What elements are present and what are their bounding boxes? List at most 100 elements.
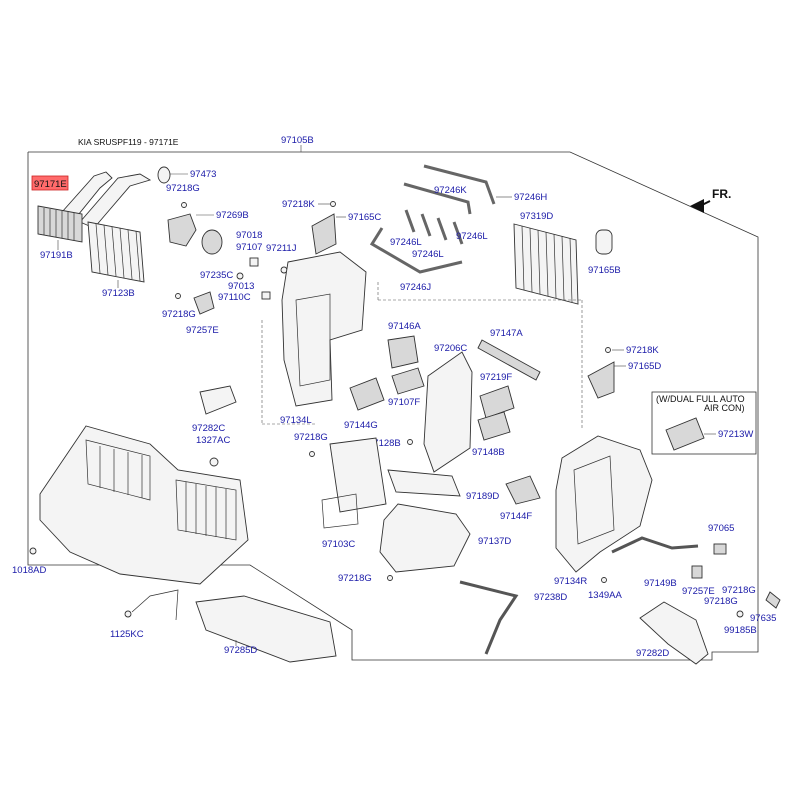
label-97206C[interactable]: 97206C — [434, 343, 467, 354]
label-97149B[interactable]: 97149B — [644, 578, 677, 589]
label-97238D[interactable]: 97238D — [534, 592, 567, 603]
option-box — [651, 391, 757, 455]
label-97246L-b[interactable]: 97246L — [456, 231, 488, 242]
label-97213W[interactable]: 97213W — [718, 429, 753, 440]
label-97107[interactable]: 97107 — [236, 242, 262, 253]
door-97144F — [505, 475, 541, 505]
label-97246L-c[interactable]: 97246L — [412, 249, 444, 260]
label-97165C[interactable]: 97165C — [348, 212, 381, 223]
seal-97147A — [477, 339, 541, 381]
label-97165B[interactable]: 97165B — [588, 265, 621, 276]
case-left-detail — [295, 293, 331, 387]
screw-97218G-d — [387, 575, 393, 581]
sensor-97635 — [765, 591, 781, 609]
actuator-97257E-b — [691, 565, 703, 579]
door-97148B — [477, 411, 511, 441]
label-1349AA[interactable]: 1349AA — [588, 590, 622, 601]
label-97285D[interactable]: 97285D — [224, 645, 257, 656]
bracket-97165D — [587, 361, 615, 399]
heater-core-cover-fins — [43, 208, 75, 240]
screw-97218K-b — [605, 347, 611, 353]
label-97635[interactable]: 97635 — [750, 613, 776, 624]
label-97148B[interactable]: 97148B — [472, 447, 505, 458]
label-97134L[interactable]: 97134L — [280, 415, 312, 426]
partition-97206C — [423, 351, 473, 473]
screw-1349AA — [601, 577, 607, 583]
motor-97018 — [201, 229, 223, 255]
label-97147A[interactable]: 97147A — [490, 328, 523, 339]
label-97218K-b[interactable]: 97218K — [626, 345, 659, 356]
label-1327AC[interactable]: 1327AC — [196, 435, 230, 446]
case-right-97134R — [555, 435, 653, 573]
label-97218G-d[interactable]: 97218G — [338, 573, 372, 584]
label-97137D[interactable]: 97137D — [478, 536, 511, 547]
bolt-1018AD — [29, 547, 37, 555]
door-97144G — [349, 377, 385, 411]
hvac-blower-ribs — [185, 482, 227, 539]
case-right-detail — [573, 455, 615, 545]
label-97218G-b[interactable]: 97218G — [162, 309, 196, 320]
label-97218G-e[interactable]: 97218G — [722, 585, 756, 596]
label-97165D[interactable]: 97165D — [628, 361, 661, 372]
label-97246L-a[interactable]: 97246L — [390, 237, 422, 248]
clip-99185B — [736, 610, 744, 618]
label-97218G-a[interactable]: 97218G — [166, 183, 200, 194]
filter-housing-97103C — [329, 437, 387, 513]
label-97144G[interactable]: 97144G — [344, 420, 378, 431]
label-97189D[interactable]: 97189D — [466, 491, 499, 502]
door-97146A — [387, 335, 419, 369]
label-97134R[interactable]: 97134R — [554, 576, 587, 587]
label-97246K[interactable]: 97246K — [434, 185, 467, 196]
label-97144F[interactable]: 97144F — [500, 511, 532, 522]
option-box-line1: (W/DUAL FULL AUTO — [656, 394, 745, 404]
seal-strip-97246J — [369, 227, 463, 274]
label-97218G-c[interactable]: 97218G — [294, 432, 328, 443]
label-97107F[interactable]: 97107F — [388, 397, 420, 408]
label-97218G-f[interactable]: 97218G — [704, 596, 738, 607]
label-1018AD[interactable]: 1018AD — [12, 565, 46, 576]
label-97018[interactable]: 97018 — [236, 230, 262, 241]
label-99185B[interactable]: 99185B — [724, 625, 757, 636]
seal-strip-97246H — [403, 182, 472, 215]
label-97257E-a[interactable]: 97257E — [186, 325, 219, 336]
label-97235C[interactable]: 97235C — [200, 270, 233, 281]
label-97065[interactable]: 97065 — [708, 523, 734, 534]
label-97219F[interactable]: 97219F — [480, 372, 512, 383]
label-97257E-b[interactable]: 97257E — [682, 586, 715, 597]
seal-strips-97246L — [404, 209, 464, 245]
front-direction-label: FR. — [712, 187, 731, 201]
heater-core-fins — [95, 223, 141, 282]
label-97218K-a[interactable]: 97218K — [282, 199, 315, 210]
front-arrow-tail — [699, 200, 711, 207]
actuator-97269B — [167, 213, 197, 247]
screw-97218G-a — [181, 202, 187, 208]
screw-97218G-c — [309, 451, 315, 457]
label-97013[interactable]: 97013 — [228, 281, 254, 292]
label-1125KC[interactable]: 1125KC — [110, 629, 144, 640]
label-97282C[interactable]: 97282C — [192, 423, 225, 434]
label-97171E[interactable]: 97171E — [34, 179, 67, 190]
label-97282D[interactable]: 97282D — [636, 648, 669, 659]
drain-hose-97238D — [459, 580, 519, 655]
label-97128B[interactable]: 97128B — [368, 438, 401, 449]
option-box-line2: AIR CON) — [704, 403, 745, 413]
bolt-1125KC — [124, 610, 132, 618]
label-97269B[interactable]: 97269B — [216, 210, 249, 221]
door-97107F — [391, 367, 425, 395]
label-97246J[interactable]: 97246J — [400, 282, 431, 293]
hvac-assembly — [39, 425, 249, 585]
label-97319D[interactable]: 97319D — [520, 211, 553, 222]
label-97103C[interactable]: 97103C — [322, 539, 355, 550]
highlight-box-97171E — [31, 175, 69, 191]
label-97473[interactable]: 97473 — [190, 169, 216, 180]
pipe-97149B — [611, 536, 699, 554]
label-97123B[interactable]: 97123B — [102, 288, 135, 299]
label-97246H[interactable]: 97246H — [514, 192, 547, 203]
label-97191B[interactable]: 97191B — [40, 250, 73, 261]
seal-97165B — [595, 229, 613, 255]
label-97110C[interactable]: 97110C — [218, 292, 251, 303]
label-97211J[interactable]: 97211J — [266, 243, 297, 254]
label-97146A[interactable]: 97146A — [388, 321, 421, 332]
